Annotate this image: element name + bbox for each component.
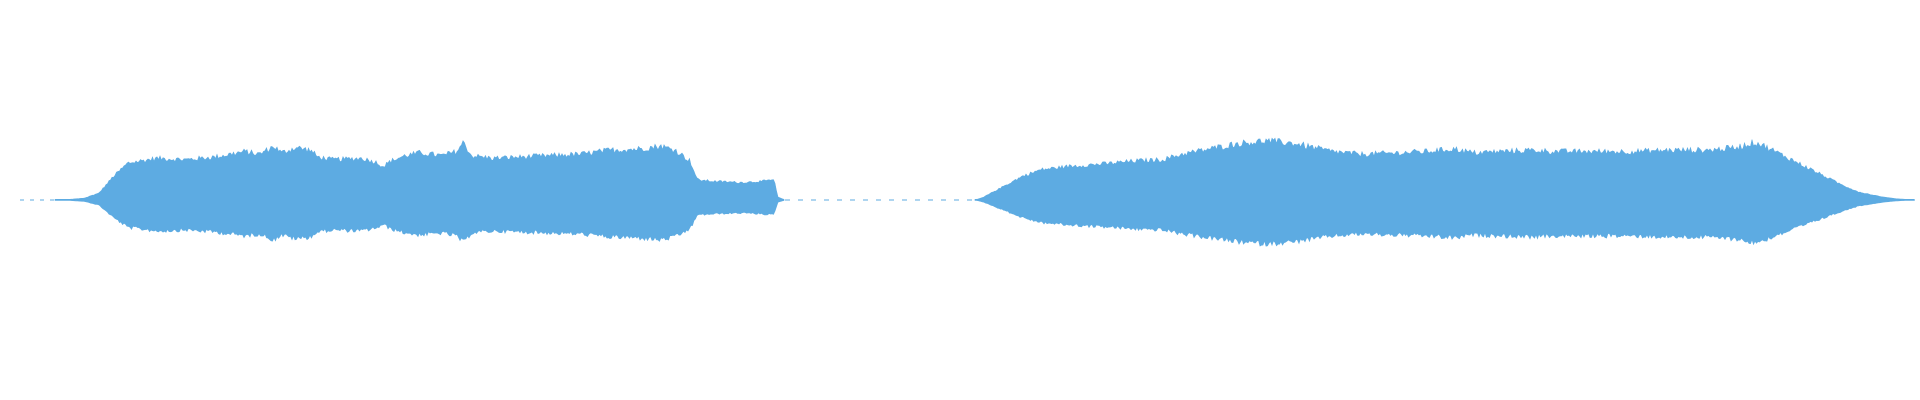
waveform-segment-2 (974, 137, 1915, 247)
waveform-segment-1 (54, 140, 785, 242)
